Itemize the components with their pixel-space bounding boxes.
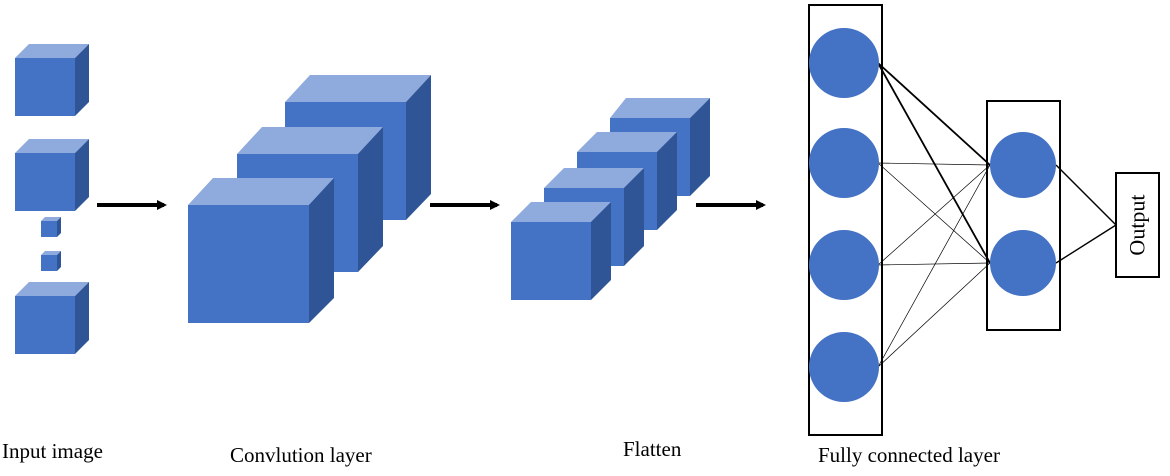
connection-line — [877, 162, 991, 166]
connection-line — [877, 162, 991, 264]
input-cube — [15, 282, 89, 354]
input-image-label: Input image — [2, 439, 103, 463]
conv-cube — [188, 178, 334, 323]
fc-node — [809, 332, 879, 402]
flatten-group — [511, 98, 710, 300]
fc-input-box — [808, 4, 883, 436]
fc-node — [990, 230, 1056, 296]
output-label: Output — [1125, 194, 1150, 255]
input-image-group — [15, 44, 89, 354]
fc-connections — [877, 62, 1117, 368]
conv-layer-label: Convlution layer — [230, 443, 372, 467]
output-box — [1115, 172, 1160, 278]
input-cube-small — [41, 251, 61, 271]
connection-line — [1055, 224, 1117, 264]
connection-line — [877, 62, 991, 264]
flatten-cube — [511, 202, 611, 300]
connection-line — [877, 164, 991, 266]
input-cube — [15, 139, 89, 211]
connection-line — [877, 164, 991, 368]
connection-line — [877, 262, 991, 266]
fc-node — [809, 230, 879, 300]
connection-line — [1055, 164, 1117, 226]
connection-line — [877, 262, 991, 368]
input-cube — [15, 44, 89, 116]
fc-hidden-box — [986, 100, 1061, 331]
fc-node — [809, 28, 879, 98]
fc-layer-label: Fully connected layer — [818, 443, 1000, 467]
connection-line — [877, 62, 991, 166]
fc-layer-group: Output — [808, 4, 1160, 436]
fc-node — [990, 132, 1056, 198]
fc-node — [809, 128, 879, 198]
conv-layer-group — [188, 75, 431, 323]
input-cube-small — [41, 217, 61, 237]
flatten-label: Flatten — [623, 437, 682, 461]
